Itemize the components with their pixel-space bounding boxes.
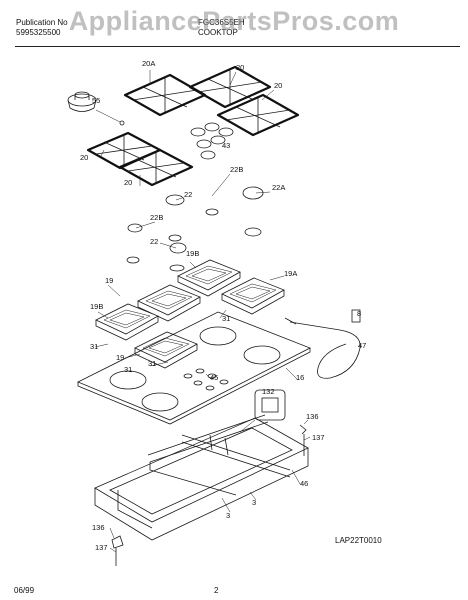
callout-22A: 22A [272, 183, 285, 192]
callout-31: 31 [124, 365, 132, 374]
burner-caps-drawing [126, 186, 264, 272]
screws-drawing [111, 424, 307, 566]
part-132-drawing [239, 389, 286, 433]
callout-31: 31 [222, 314, 230, 323]
callout-3: 3 [252, 498, 256, 507]
grate-drawings [86, 65, 300, 187]
callout-labels: 20A 20 20 55 43 20 20 22B 22 22A 22B 22 19B 19 19A 19B 3… [80, 59, 366, 552]
callout-19: 19 [105, 276, 113, 285]
control-knobs-drawing [190, 122, 234, 160]
section-title: COOKTOP [198, 28, 238, 37]
knob-drawing [67, 91, 125, 126]
callout-3: 3 [226, 511, 230, 520]
callout-46: 46 [300, 479, 308, 488]
callout-43: 43 [222, 141, 230, 150]
burner-box-drawing [94, 414, 309, 541]
callout-47: 47 [358, 341, 366, 350]
header-rule [15, 46, 460, 47]
callout-22B: 22B [230, 165, 243, 174]
callout-8: 8 [357, 309, 361, 318]
callout-20: 20 [274, 81, 282, 90]
power-cord-drawing [284, 309, 361, 379]
callout-31: 31 [148, 359, 156, 368]
diagram-drawing [67, 65, 361, 566]
callout-55: 55 [92, 96, 100, 105]
callout-19A: 19A [284, 269, 297, 278]
callout-20: 20 [124, 178, 132, 187]
callout-19: 19 [116, 353, 124, 362]
callout-22: 22 [150, 237, 158, 246]
footer-date: 06/99 [14, 586, 35, 595]
callout-137: 137 [312, 433, 325, 442]
callout-22B: 22B [150, 213, 163, 222]
callout-31: 31 [90, 342, 98, 351]
leader-lines [94, 70, 311, 553]
watermark-logo: AppliancePartsPros.com [68, 6, 400, 36]
callout-20A: 20A [142, 59, 155, 68]
callout-20: 20 [80, 153, 88, 162]
callout-136: 136 [92, 523, 105, 532]
callout-137: 137 [95, 543, 108, 552]
callout-20: 20 [236, 63, 244, 72]
callout-19B: 19B [90, 302, 103, 311]
page-number: 2 [214, 586, 219, 595]
callout-45: 45 [210, 373, 218, 382]
model-number: FGC36S5EH [198, 18, 245, 27]
callout-22: 22 [184, 190, 192, 199]
publication-label: Publication No [16, 18, 68, 27]
callout-19B: 19B [186, 249, 199, 258]
callout-132: 132 [262, 387, 275, 396]
callout-16: 16 [296, 373, 304, 382]
callout-136: 136 [306, 412, 319, 421]
diagram-code: LAP22T0010 [335, 536, 382, 545]
publication-number: 5995325500 [16, 28, 61, 37]
drip-pans-drawing [95, 259, 285, 369]
